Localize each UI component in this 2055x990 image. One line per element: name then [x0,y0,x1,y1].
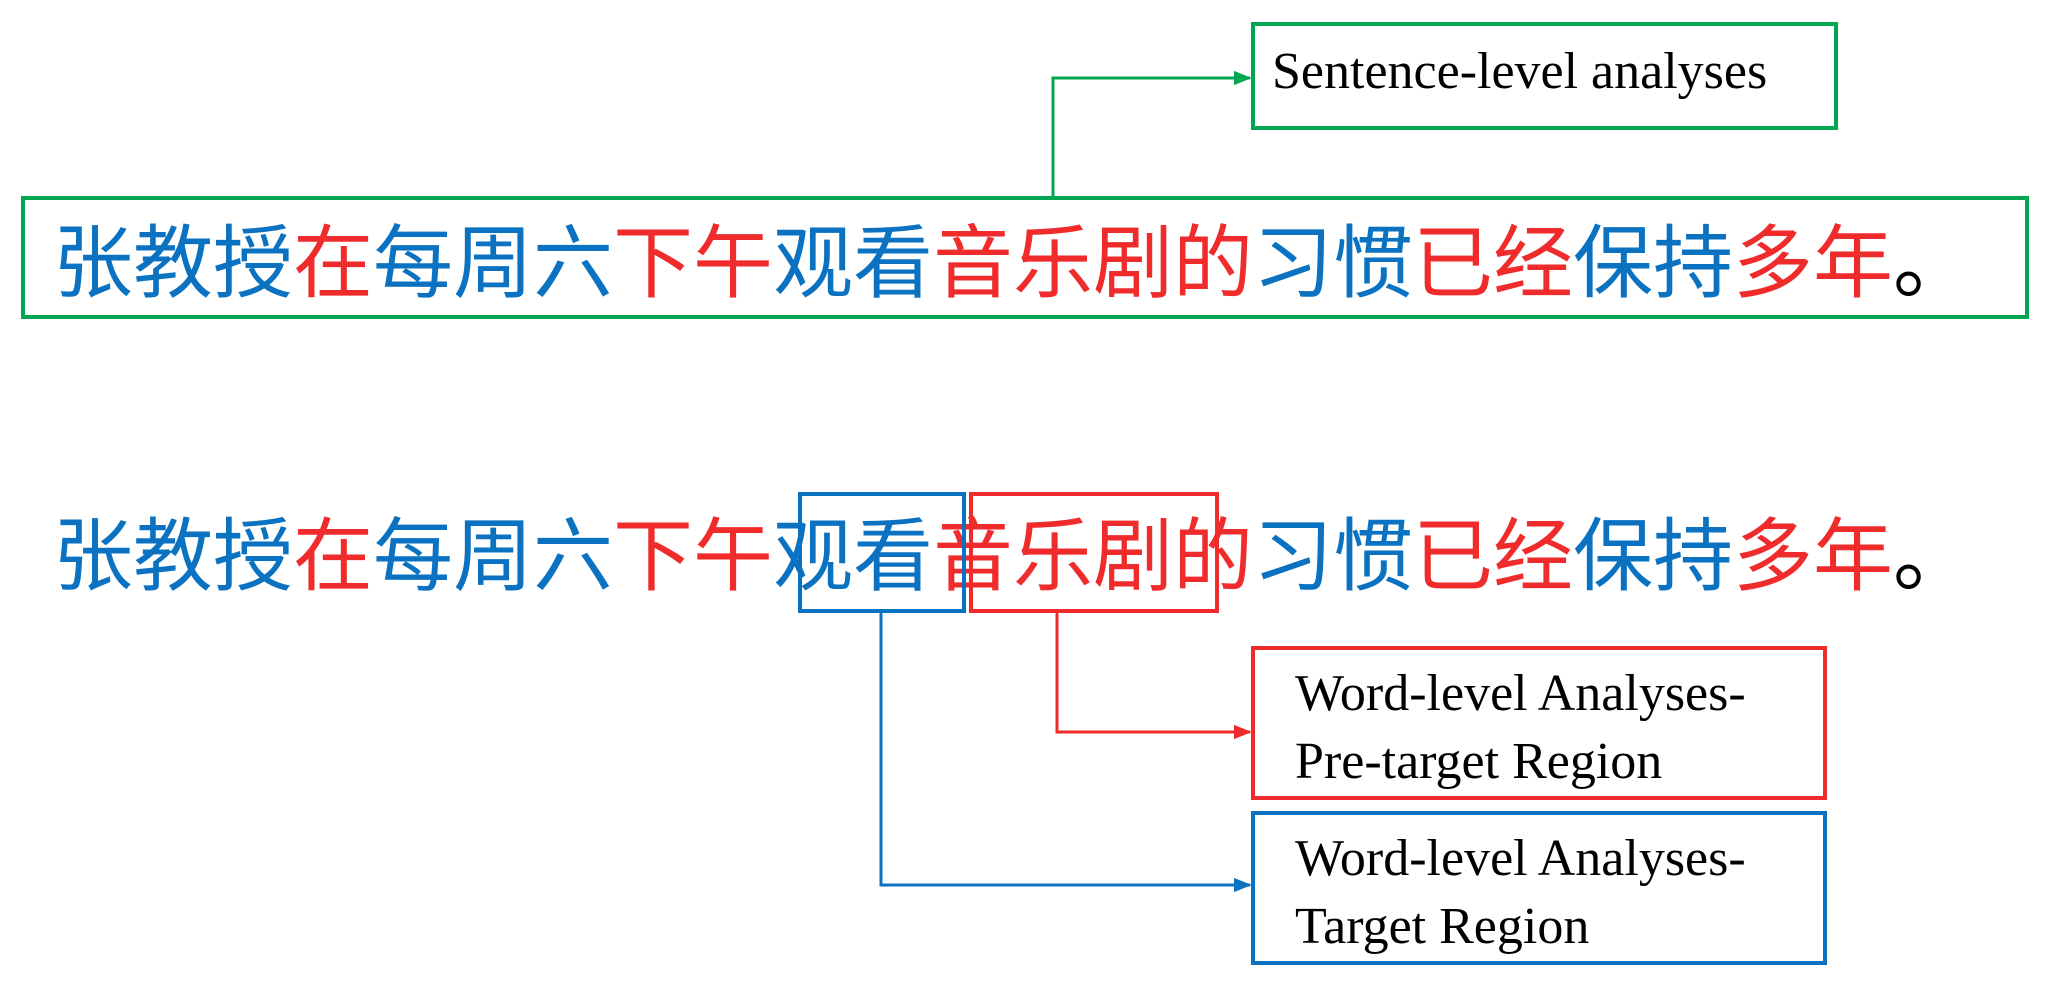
sentence-segment: 的 [1173,217,1253,310]
sentence-segment: 在 [293,217,373,310]
sentence-segment: 习惯 [1253,510,1413,603]
sentence-level-connector-arrow [1051,70,1252,198]
sentence-segment: 已经 [1413,510,1573,603]
sentence-row-top: 张教授在每周六下午观看音乐剧的习惯已经保持多年。 [53,217,1973,310]
sentence-segment: 习惯 [1253,217,1413,310]
sentence-segment: 下午 [613,217,773,310]
sentence-segment: 的 [1173,510,1253,603]
sentence-level-label-box [1251,22,1838,130]
target-label-line1: Word-level Analyses- [1295,830,1746,887]
sentence-row-bottom: 张教授在每周六下午观看音乐剧的习惯已经保持多年。 [53,510,1973,603]
pre-target-connector-arrow [1055,611,1252,740]
sentence-segment: 每周六 [373,217,613,310]
sentence-segment: 下午 [613,510,773,603]
sentence-segment: 保持 [1573,510,1733,603]
pre-target-label-box [1251,646,1827,800]
target-label-line2: Target Region [1295,898,1589,955]
sentence-segment: 观看 [773,217,933,310]
sentence-segment: 张教授 [53,510,293,603]
sentence-segment: 张教授 [53,217,293,310]
sentence-segment: 多年 [1733,217,1893,310]
pre-target-region-box [969,492,1219,613]
sentence-segment: 。 [1893,510,1973,603]
sentence-segment: 保持 [1573,217,1733,310]
sentence-level-label: Sentence-level analyses [1272,43,1767,100]
sentence-segment: 。 [1893,217,1973,310]
sentence-segment: 已经 [1413,217,1573,310]
pre-target-label-line2: Pre-target Region [1295,733,1662,790]
target-label-box [1251,811,1827,965]
sentence-segment: 观看 [773,510,933,603]
target-connector-arrow [879,611,1252,893]
pre-target-label-line1: Word-level Analyses- [1295,665,1746,722]
sentence-segment: 音乐剧 [933,217,1173,310]
sentence-segment: 在 [293,510,373,603]
sentence-frame [21,196,2029,319]
sentence-segment: 多年 [1733,510,1893,603]
sentence-segment: 每周六 [373,510,613,603]
